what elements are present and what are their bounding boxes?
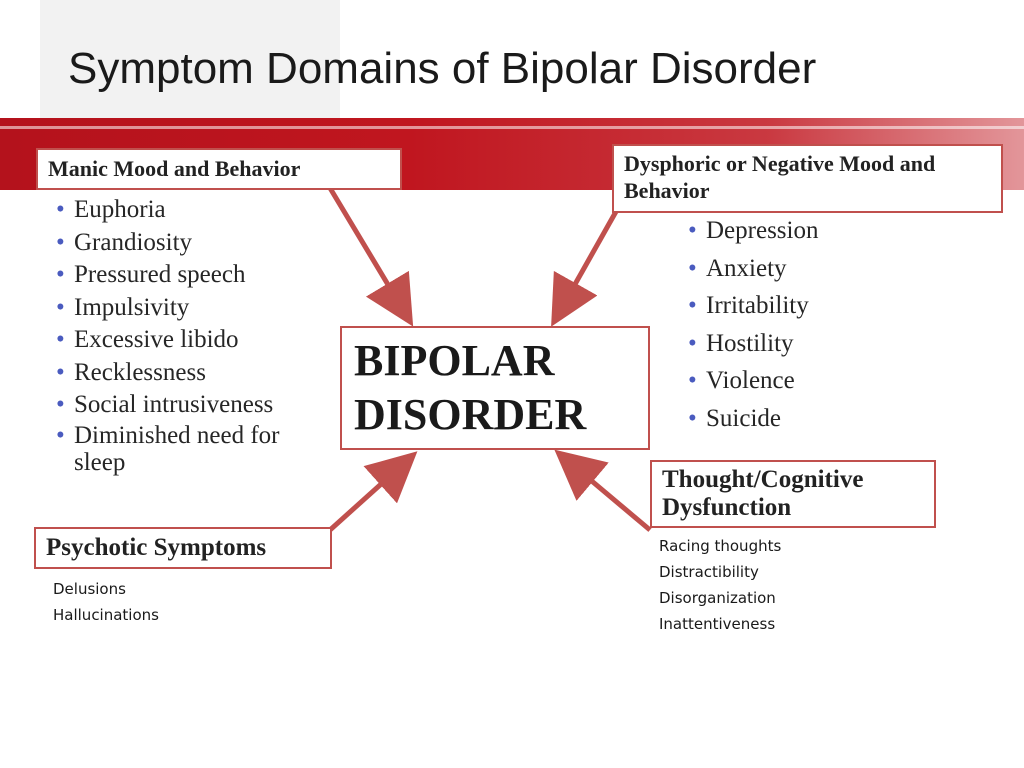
list-item: Grandiosity xyxy=(52,227,322,260)
list-item: Racing thoughts xyxy=(659,537,782,555)
dysphoric-list: Depression Anxiety Irritability Hostilit… xyxy=(684,212,944,437)
list-item: Violence xyxy=(684,362,944,400)
dysphoric-heading-box: Dysphoric or Negative Mood and Behavior xyxy=(612,144,1003,213)
manic-heading-box: Manic Mood and Behavior xyxy=(36,148,402,190)
list-item: Excessive libido xyxy=(52,324,322,357)
list-item: Irritability xyxy=(684,287,944,325)
slide-title: Symptom Domains of Bipolar Disorder xyxy=(68,44,817,93)
center-label-line1: BIPOLAR xyxy=(354,336,555,385)
cognitive-heading: Thought/Cognitive Dysfunction xyxy=(662,466,864,521)
list-item: Delusions xyxy=(53,580,126,598)
cognitive-list: Racing thoughts Distractibility Disorgan… xyxy=(659,533,781,637)
manic-heading: Manic Mood and Behavior xyxy=(48,156,301,181)
list-item: Inattentiveness xyxy=(659,615,776,633)
list-item: Depression xyxy=(684,212,944,250)
arrow-dysphoric xyxy=(551,206,621,327)
list-item: Disorganization xyxy=(659,589,776,607)
manic-list: Euphoria Grandiosity Pressured speech Im… xyxy=(52,194,322,476)
arrow-manic xyxy=(327,186,414,327)
dysphoric-heading: Dysphoric or Negative Mood and Behavior xyxy=(624,151,936,203)
psychotic-heading-box: Psychotic Symptoms xyxy=(34,527,332,569)
psychotic-heading: Psychotic Symptoms xyxy=(46,534,267,561)
list-item: Impulsivity xyxy=(52,292,322,325)
bipolar-disorder-box: BIPOLAR DISORDER xyxy=(340,326,650,450)
center-label-line2: DISORDER xyxy=(354,390,587,439)
list-item: Social intrusiveness xyxy=(52,389,322,422)
list-item: Hallucinations xyxy=(53,606,159,624)
list-item: Recklessness xyxy=(52,357,322,390)
list-item: Pressured speech xyxy=(52,259,322,292)
list-item: Euphoria xyxy=(52,194,322,227)
psychotic-list: Delusions Hallucinations xyxy=(53,576,159,628)
header-band-line xyxy=(0,126,1024,129)
cognitive-heading-box: Thought/Cognitive Dysfunction xyxy=(650,460,936,528)
list-item: Hostility xyxy=(684,325,944,363)
list-item: Distractibility xyxy=(659,563,759,581)
arrow-cognitive xyxy=(554,449,652,532)
arrow-psychotic xyxy=(328,451,418,532)
list-item: Suicide xyxy=(684,400,944,438)
list-item: Anxiety xyxy=(684,250,944,288)
list-item: Diminished need for sleep xyxy=(52,422,322,476)
